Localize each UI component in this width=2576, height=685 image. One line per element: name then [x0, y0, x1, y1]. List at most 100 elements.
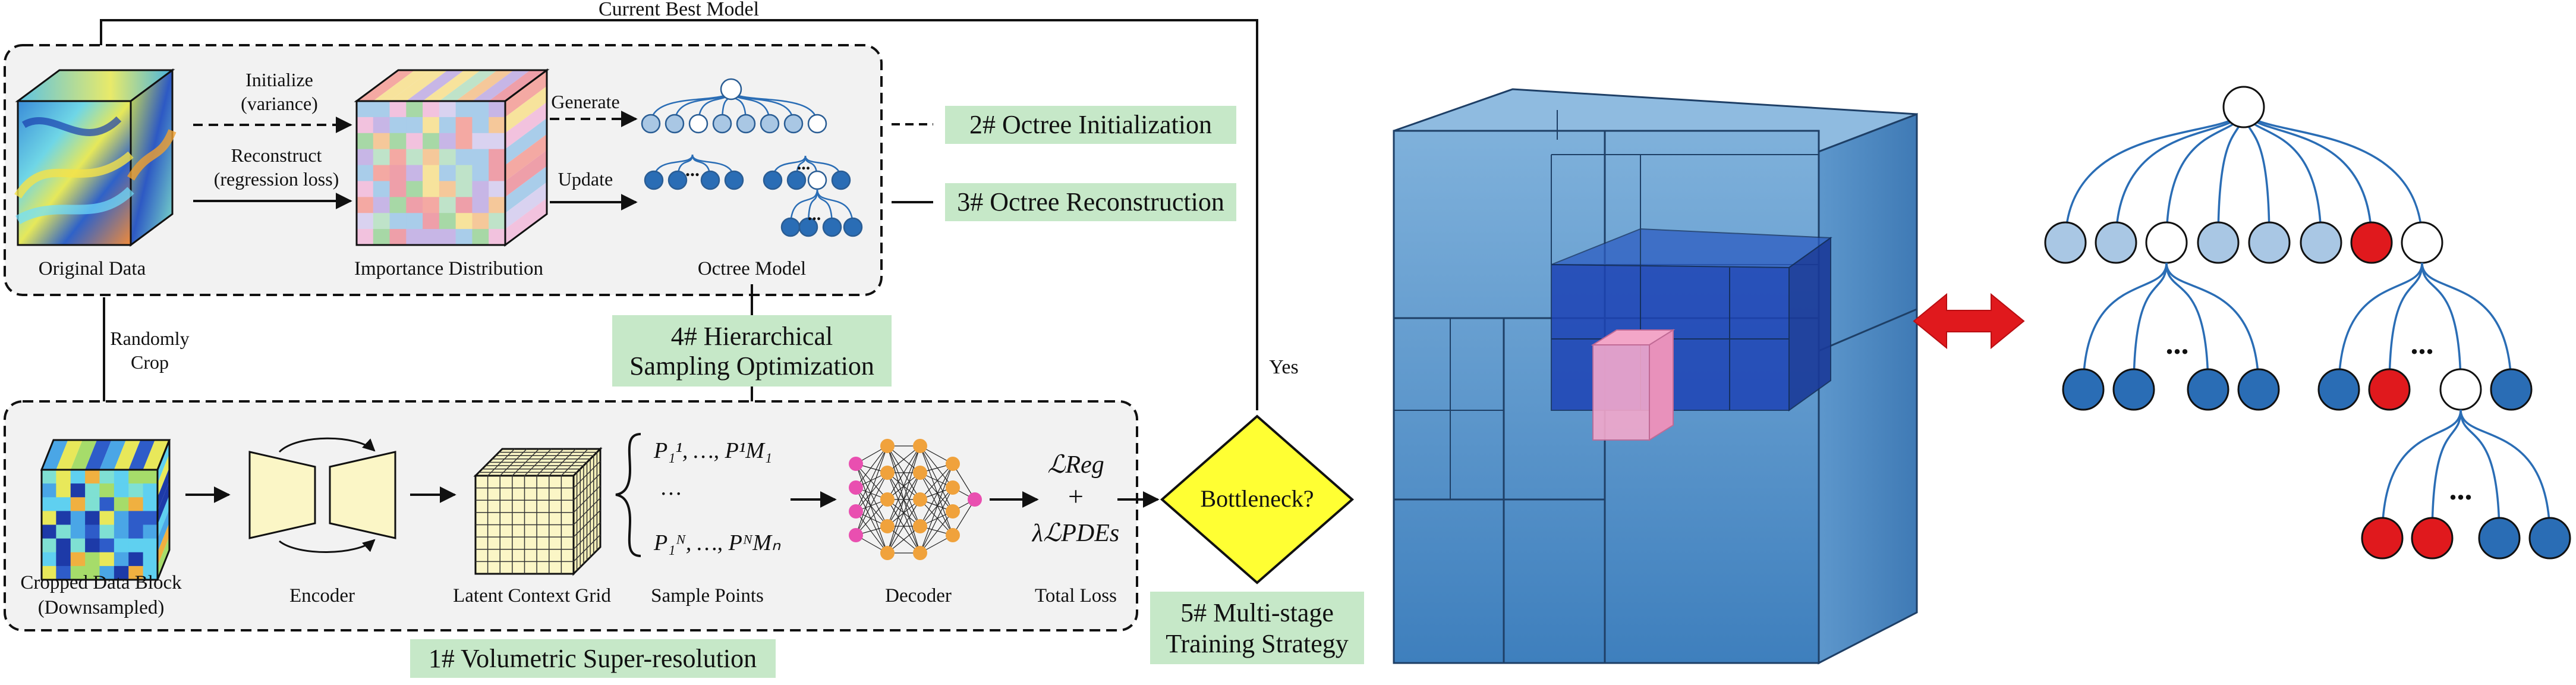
octree-link — [2338, 262, 2423, 390]
mosaic-cell — [389, 133, 407, 150]
nn-edge — [919, 499, 953, 536]
octree-node — [2044, 221, 2087, 264]
mosaic-cell — [439, 181, 456, 197]
nn-edge — [855, 472, 888, 512]
yes-label: Yes — [1269, 356, 1298, 378]
crop-cell — [143, 565, 158, 580]
mosaic-top-cell — [357, 70, 415, 101]
crop-cell — [99, 538, 115, 553]
mosaic-cell — [423, 213, 440, 230]
mosaic-cell — [389, 149, 407, 166]
crop-cell — [143, 470, 158, 484]
cropped-label-line2: (Downsampled) — [38, 597, 165, 618]
cropped-data-cube — [40, 439, 171, 581]
crop-cell — [128, 565, 144, 580]
octree-node — [2248, 221, 2291, 264]
octree-node — [2401, 221, 2443, 264]
tree-node — [700, 170, 720, 190]
octree-link — [2165, 262, 2209, 390]
octree-node — [2317, 368, 2360, 411]
crop-cell — [99, 511, 115, 525]
nn-edge — [919, 445, 953, 536]
mosaic-top-cell — [406, 70, 465, 101]
mosaic-cell — [423, 181, 440, 197]
latent-grid-label: Latent Context Grid — [453, 585, 611, 607]
mosaic-cell — [406, 181, 423, 197]
crop-cell — [42, 552, 56, 567]
crop-cell — [85, 552, 100, 567]
mosaic-cell — [472, 165, 489, 181]
octree-link — [2388, 262, 2423, 390]
crop-cell — [70, 552, 86, 567]
crop-cell — [85, 497, 100, 511]
nn-edge — [855, 487, 888, 554]
crop-cell — [128, 483, 144, 498]
crop-cell — [85, 511, 100, 525]
mosaic-cell — [455, 213, 473, 230]
mosaic-cell — [439, 149, 456, 166]
mosaic-cell — [389, 181, 407, 197]
octree-node — [2095, 221, 2137, 264]
crop-cell — [114, 524, 129, 539]
crop-cell — [56, 552, 71, 567]
octree-link — [2421, 262, 2462, 390]
crop-cell — [143, 511, 158, 525]
crop-cell — [42, 497, 56, 511]
mosaic-cell — [389, 229, 407, 246]
stage-2-box — [945, 106, 1236, 144]
mosaic-top-cell — [439, 70, 497, 101]
mosaic-cell — [489, 229, 506, 246]
mosaic-cell — [439, 165, 456, 181]
nn-node — [946, 480, 960, 495]
crop-cell — [114, 497, 129, 511]
tree-node — [763, 170, 783, 190]
nn-node — [880, 439, 895, 453]
nn-edge — [919, 472, 953, 512]
crop-cell — [114, 565, 129, 580]
mosaic-cell — [406, 149, 423, 166]
octree-link — [2431, 409, 2462, 539]
stage-2-label: 2# Octree Initialization — [969, 110, 1212, 139]
octree-volume-cube — [1393, 88, 1918, 665]
tree-node — [780, 217, 801, 237]
tree-node — [783, 114, 804, 134]
nn-edge — [855, 499, 888, 536]
grid-line — [573, 534, 601, 562]
crop-side-cell — [158, 508, 169, 552]
nn-edge — [919, 487, 953, 554]
mosaic-cell — [357, 117, 374, 134]
mosaic-cell — [455, 229, 473, 246]
octree-model-trees — [641, 78, 863, 237]
octree-link — [2165, 262, 2260, 390]
mosaic-cell — [423, 197, 440, 213]
root-node — [720, 78, 742, 100]
crop-cell — [114, 538, 129, 553]
mosaic-cell — [357, 181, 374, 197]
octree-node — [2478, 517, 2521, 560]
crop-side-cell — [158, 536, 169, 580]
mosaic-cell — [357, 229, 374, 246]
initialize-label: Initialize — [245, 69, 313, 90]
tree-node — [822, 217, 842, 237]
crop-cell — [99, 497, 115, 511]
octree-node — [2490, 368, 2533, 411]
tree-node — [807, 170, 827, 190]
nn-edge — [919, 445, 953, 488]
octree-node — [2112, 368, 2155, 411]
mosaic-top-cell — [423, 70, 481, 101]
octree-node — [2197, 221, 2240, 264]
original-data-cube — [14, 68, 177, 247]
nn-node — [880, 466, 895, 480]
nn-node — [913, 546, 927, 560]
grid-line — [573, 510, 601, 538]
mosaic-cell — [373, 213, 391, 230]
mosaic-cell — [357, 133, 374, 150]
mosaic-cell — [439, 101, 456, 118]
crop-top-cell — [85, 440, 112, 470]
nn-edge — [919, 463, 953, 500]
bottleneck-label: Bottleneck? — [1200, 485, 1314, 512]
crop-cell — [85, 565, 100, 580]
crop-cell — [85, 538, 100, 553]
crop-cell — [70, 538, 86, 553]
octree-node — [2350, 221, 2393, 264]
